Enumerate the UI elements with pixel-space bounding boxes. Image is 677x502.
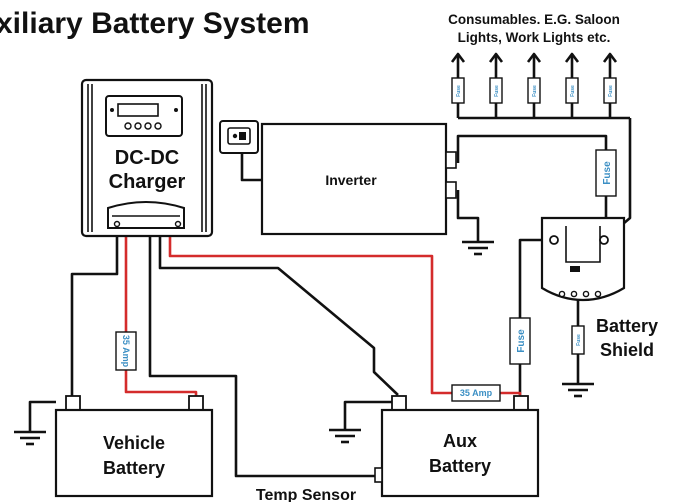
vehicle-battery-label-line1: Vehicle: [103, 433, 165, 453]
vehicle-ground-wire: [28, 400, 56, 432]
charger-vehicle-fuse: 35 Amp: [115, 331, 137, 371]
consumable-output: [526, 52, 542, 104]
ground-icon: [562, 382, 594, 398]
consumable-fuse-label: Fuse: [494, 85, 500, 97]
vehicle-positive-wire: [124, 370, 198, 396]
dc-dc-charger: DC-DC Charger: [80, 78, 214, 238]
battery-shield: Battery Shield: [540, 216, 658, 360]
inverter: Inverter: [260, 122, 457, 236]
temp-sensor-label: Temp Sensor: [256, 487, 356, 502]
consumables-label-line2: Lights, Work Lights etc.: [458, 30, 611, 45]
remote-switch: [219, 120, 259, 154]
consumable-outputs: Fuse Fuse Fuse Fuse Fuse: [450, 52, 618, 104]
shield-label-line1: Battery: [596, 316, 658, 336]
temp-sensor-wire: [148, 232, 378, 478]
shield-ground-fuse-label: Fuse: [576, 334, 582, 346]
charger-button: [124, 122, 132, 130]
aux-positive-wire: [500, 391, 522, 396]
aux-battery-fuse: 35 Amp: [451, 384, 501, 402]
vehicle-battery-label-line2: Battery: [103, 458, 165, 478]
aux-feed-fuse: Fuse: [509, 317, 531, 365]
aux-battery-label-line2: Battery: [429, 456, 491, 476]
charger-label-line2: Charger: [109, 171, 186, 193]
charger-terminal-block: [107, 201, 185, 229]
inverter-terminal: [445, 151, 457, 169]
battery-terminal: [391, 395, 407, 411]
consumable-output: [564, 52, 580, 104]
temp-sensor-probe: [374, 467, 383, 483]
inverter-label: Inverter: [325, 172, 377, 188]
shield-ground-fuse: Fuse: [571, 325, 585, 355]
inverter-positive-wire: [456, 134, 608, 163]
consumable-fuse-label: Fuse: [570, 85, 576, 97]
charger-button: [154, 122, 162, 130]
consumables-label-line1: Consumables. E.G. Saloon: [448, 12, 620, 27]
consumable-fuse-label: Fuse: [456, 85, 462, 97]
battery-terminal: [513, 395, 529, 411]
charger-to-aux-negative-wire: [158, 232, 399, 396]
charger-fuse-label: 35 Amp: [121, 335, 131, 368]
consumable-output: [450, 52, 466, 104]
consumable-fuse-label: Fuse: [608, 85, 614, 97]
shield-label-line2: Shield: [600, 340, 654, 360]
aux-ground-wire: [343, 400, 392, 430]
consumable-fuse-label: Fuse: [532, 85, 538, 97]
charger-negative-to-vehicle-wire: [70, 232, 119, 396]
inverter-fuse: Fuse: [595, 149, 617, 197]
battery-terminal: [65, 395, 81, 411]
charger-label-line1: DC-DC: [115, 147, 179, 169]
vehicle-battery: Vehicle Battery: [54, 395, 214, 498]
ground-icon: [462, 240, 494, 256]
battery-terminal: [188, 395, 204, 411]
aux-feed-fuse-label: Fuse: [516, 329, 527, 353]
consumable-output: [602, 52, 618, 104]
ground-icon: [14, 430, 46, 446]
display-screen: [117, 103, 159, 117]
inverter-terminal: [445, 181, 457, 199]
shield-terminal: [599, 235, 609, 245]
aux-battery: Aux Battery: [374, 395, 540, 498]
charger-button: [134, 122, 142, 130]
consumable-output: [488, 52, 504, 104]
ground-icon: [329, 428, 361, 444]
aux-battery-label-line1: Aux: [443, 431, 477, 451]
inverter-fuse-label: Fuse: [602, 161, 613, 185]
remote-switch-wire: [240, 150, 262, 182]
diagram-title: xiliary Battery System: [0, 7, 310, 40]
inverter-ground-wire: [456, 190, 480, 242]
charger-aux-positive-wire: [168, 232, 452, 395]
charger-button: [144, 122, 152, 130]
aux-fuse-label: 35 Amp: [460, 388, 493, 398]
shield-terminal: [549, 235, 559, 245]
